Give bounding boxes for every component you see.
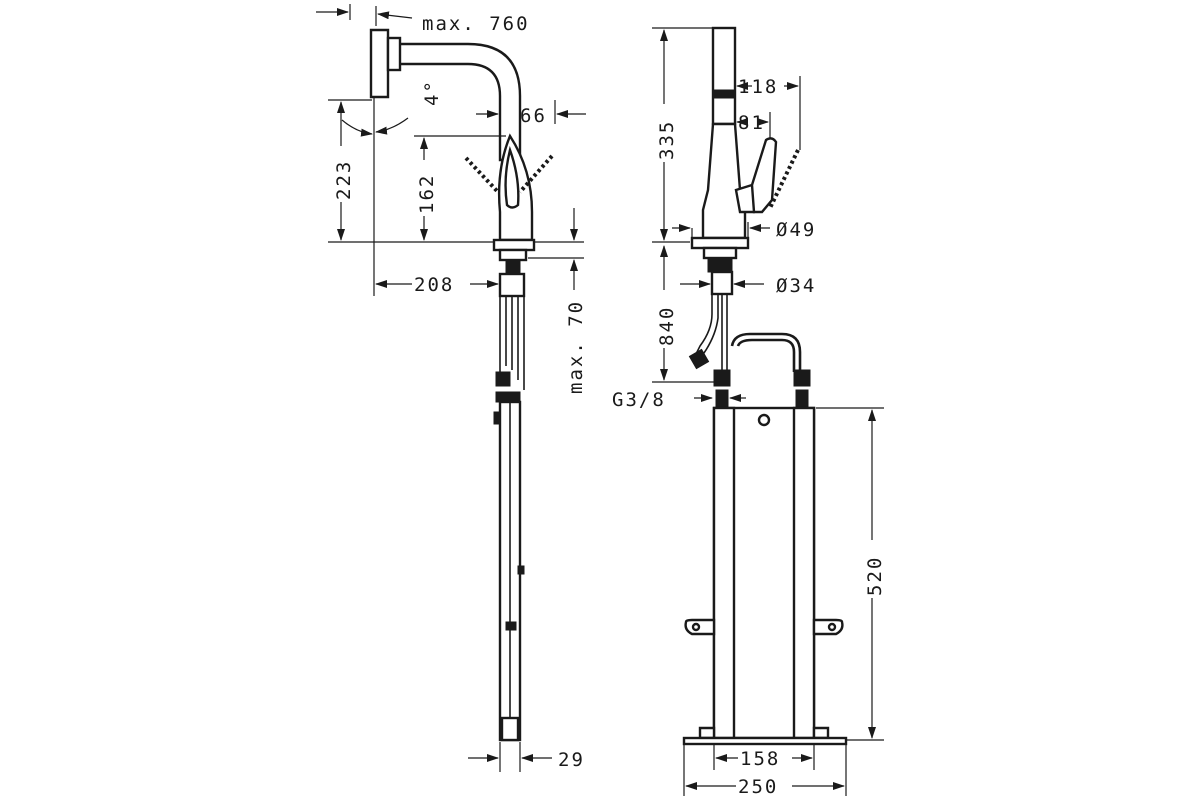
label-connection: G3/8: [612, 389, 666, 411]
label-shank-diameter: Ø34: [776, 275, 816, 297]
label-deck-thickness: max. 70: [565, 300, 587, 394]
dim-lever-width: 81: [734, 112, 771, 138]
dim-lever-height: 162: [412, 135, 506, 241]
label-projection: 208: [414, 274, 454, 296]
side-view: max. 760 4° 223 162: [316, 4, 587, 772]
dim-deck-thickness: max. 70: [528, 208, 587, 394]
dim-weight-outer-width: 250: [683, 744, 847, 798]
faucet-front-body: [690, 26, 800, 296]
faucet-spout: [369, 28, 522, 162]
weight-housing: [682, 406, 848, 746]
front-view: 335 118 81 Ø49: [612, 26, 886, 798]
label-lever-height: 162: [416, 174, 438, 214]
dim-base-diameter: Ø49: [672, 219, 816, 241]
label-lever-width: 81: [738, 112, 765, 134]
dim-hose-width: 29: [468, 742, 585, 772]
dim-lever-swing: 118: [734, 76, 801, 150]
side-hoses: [493, 296, 525, 742]
front-hoses: [688, 294, 811, 409]
label-hose-width: 29: [558, 749, 585, 771]
label-lever-offset: 66: [520, 105, 547, 127]
dim-projection: 208: [375, 272, 499, 296]
dim-spout-height: 223: [328, 99, 494, 243]
dim-connection: G3/8: [612, 389, 746, 411]
label-weight-inner-width: 158: [740, 748, 780, 770]
label-weight-height: 520: [864, 556, 886, 596]
faucet-body: [464, 133, 554, 298]
label-lever-swing: 118: [738, 76, 778, 98]
dim-angle: 4°: [341, 79, 443, 296]
label-base-diameter: Ø49: [776, 219, 816, 241]
dim-max-reach: max. 760: [316, 4, 530, 35]
label-max-reach: max. 760: [422, 13, 530, 35]
label-total-height: 335: [656, 120, 678, 160]
label-hose-length: 840: [656, 306, 678, 346]
dim-total-height: 335: [652, 27, 712, 243]
dim-lever-offset: 66: [476, 100, 586, 136]
label-angle: 4°: [421, 79, 443, 106]
dim-weight-inner-width: 158: [713, 744, 815, 770]
label-weight-outer-width: 250: [738, 776, 778, 798]
dim-shank-diameter: Ø34: [680, 275, 816, 297]
label-spout-height: 223: [333, 160, 355, 200]
dim-weight-height: 520: [816, 407, 886, 741]
dim-hose-length: 840: [652, 245, 714, 383]
